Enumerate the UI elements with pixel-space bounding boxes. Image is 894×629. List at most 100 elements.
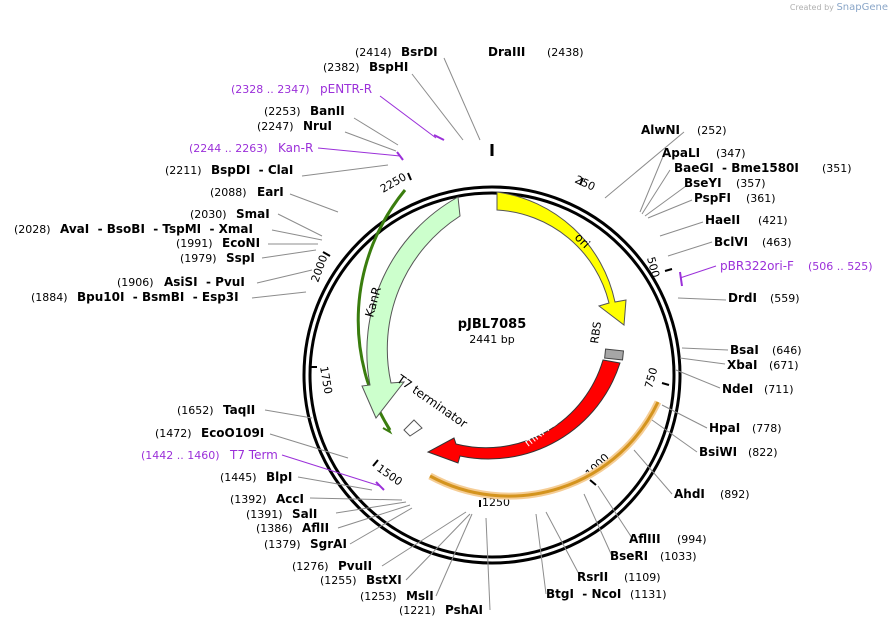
site-label-alwni[interactable]: AlwNI <box>641 123 680 137</box>
site-label-pspfi[interactable]: PspFI <box>694 191 731 205</box>
tick-mark <box>322 251 331 257</box>
site-label-banii[interactable]: BanII <box>310 104 345 118</box>
site-label-t7-term[interactable]: T7 Term <box>229 448 278 462</box>
leader-line <box>675 369 721 389</box>
site-label-xbai[interactable]: XbaI <box>727 358 757 372</box>
site-label-ndei[interactable]: NdeI <box>722 382 753 396</box>
kanr-feature-arrow[interactable] <box>361 196 461 419</box>
site-label-bseyi[interactable]: BseYI <box>684 176 722 190</box>
tick-mark <box>372 459 379 467</box>
site-label-asisi-pvui[interactable]: AsiSI - PvuI <box>164 275 245 289</box>
site-label-sspi[interactable]: SspI <box>226 251 255 265</box>
site-pos-ahdi: (892) <box>720 488 750 501</box>
tick-mark <box>661 382 670 386</box>
site-label-blpi[interactable]: BlpI <box>266 470 292 484</box>
primer-marker-pentr-r <box>433 134 445 141</box>
leader-line <box>443 57 481 141</box>
site-label-draiii[interactable]: DraIII <box>488 45 525 59</box>
t7-terminator-feature[interactable] <box>403 419 423 437</box>
site-pos-econi: (1991) <box>176 237 213 250</box>
site-pos-msli: (1253) <box>360 590 397 603</box>
tick-mark <box>589 479 597 486</box>
leader-line <box>256 269 313 284</box>
primer-leader-line <box>281 454 381 487</box>
site-pos-smai: (2030) <box>190 208 227 221</box>
site-label-avai-group[interactable]: AvaI - BsoBI - TspMI - XmaI <box>60 222 253 236</box>
site-label-sgrai[interactable]: SgrAI <box>310 537 347 551</box>
site-pos-xbai: (671) <box>769 359 799 372</box>
primer-marker-pbr322ori-f <box>679 271 683 287</box>
site-label-acci[interactable]: AccI <box>276 492 304 506</box>
site-pos-avai: (2028) <box>14 223 51 236</box>
site-label-hpai[interactable]: HpaI <box>709 421 740 435</box>
leader-line <box>337 504 411 529</box>
site-pos-t7-term: (1442 .. 1460) <box>141 449 220 462</box>
leader-line <box>633 449 673 495</box>
site-pos-haeii: (421) <box>758 214 788 227</box>
site-label-drdi[interactable]: DrdI <box>728 291 757 305</box>
site-label-pentr-r[interactable]: pENTR-R <box>320 82 372 96</box>
site-label-afliii[interactable]: AflIII <box>629 532 661 546</box>
site-label-bsphi[interactable]: BspHI <box>369 60 408 74</box>
site-label-bpu10i-group[interactable]: Bpu10I - BsmBI - Esp3I <box>77 290 239 304</box>
site-label-econi[interactable]: EcoNI <box>222 236 260 250</box>
site-label-smai[interactable]: SmaI <box>236 207 270 221</box>
site-pos-bclvi: (463) <box>762 236 792 249</box>
site-label-haeii[interactable]: HaeII <box>705 213 740 227</box>
ori-feature-arrow[interactable] <box>496 191 627 326</box>
site-label-ecoo109i[interactable]: EcoO109I <box>201 426 264 440</box>
leader-line <box>679 357 726 365</box>
site-pos-ecoo109i: (1472) <box>155 427 192 440</box>
leader-line <box>485 517 491 611</box>
site-pos-banii: (2253) <box>264 105 301 118</box>
rbs-feature[interactable] <box>604 348 625 361</box>
site-label-msli[interactable]: MslI <box>406 589 434 603</box>
site-label-rsrii[interactable]: RsrII <box>577 570 608 584</box>
site-pos-pspfi: (361) <box>746 192 776 205</box>
site-label-nrui[interactable]: NruI <box>303 119 332 133</box>
site-label-bclvi[interactable]: BclVI <box>714 235 748 249</box>
leader-line <box>545 511 581 577</box>
site-pos-bsiwi: (822) <box>748 446 778 459</box>
primer-marker-kan-r <box>396 151 404 161</box>
site-pos-bspdi: (2211) <box>165 164 202 177</box>
site-label-bstxi[interactable]: BstXI <box>366 573 402 587</box>
site-pos-sali: (1391) <box>246 508 283 521</box>
site-label-pbr322ori-f[interactable]: pBR322ori-F <box>720 259 794 273</box>
site-label-aflii[interactable]: AflII <box>302 521 329 535</box>
leader-line <box>677 297 727 301</box>
backbone-inner-ring <box>308 191 676 559</box>
site-label-pshai[interactable]: PshAI <box>445 603 483 617</box>
site-label-bsrdi[interactable]: BsrDI <box>401 45 438 59</box>
site-label-baegi-group[interactable]: BaeGI - Bme1580I <box>674 161 799 175</box>
site-label-bsai[interactable]: BsaI <box>730 343 759 357</box>
site-label-eari[interactable]: EarI <box>257 185 284 199</box>
leader-line <box>651 419 698 453</box>
leader-line <box>644 185 687 217</box>
site-label-ahdi[interactable]: AhdI <box>674 487 705 501</box>
site-pos-bstxi: (1255) <box>320 574 357 587</box>
leader-line <box>583 493 613 557</box>
site-label-taqii[interactable]: TaqII <box>223 403 255 417</box>
leader-line <box>297 476 373 491</box>
leader-line <box>277 213 323 237</box>
site-label-btgi-ncoi[interactable]: BtgI - NcoI <box>546 587 621 601</box>
site-label-kan-r[interactable]: Kan-R <box>278 141 313 155</box>
t7-terminator-label: T7 terminator <box>393 371 470 430</box>
snapgene-credit: Created by SnapGene <box>790 2 888 13</box>
site-label-bspdi-clai[interactable]: BspDI - ClaI <box>211 163 293 177</box>
leader-line <box>405 513 471 581</box>
site-label-apali[interactable]: ApaLI <box>662 146 700 160</box>
mrfp1-feature-arrow[interactable] <box>426 359 621 464</box>
site-pos-bseyi: (357) <box>736 177 766 190</box>
leader-line <box>251 291 307 299</box>
site-pos-blpi: (1445) <box>220 471 257 484</box>
leader-line <box>604 131 685 199</box>
site-label-bsiwi[interactable]: BsiWI <box>699 445 737 459</box>
plasmid-length: 2441 bp <box>469 333 514 346</box>
site-label-bseri[interactable]: BseRI <box>610 549 648 563</box>
site-label-pvuii[interactable]: PvuII <box>338 559 372 573</box>
plasmid-name: pJBL7085 <box>458 317 527 332</box>
site-label-sali[interactable]: SalI <box>292 507 317 521</box>
